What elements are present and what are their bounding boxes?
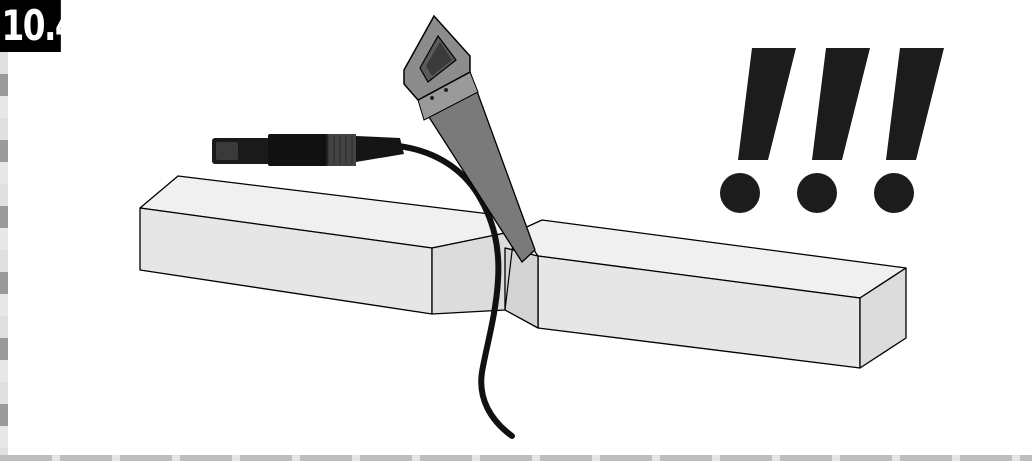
wooden-beam-left	[140, 176, 520, 314]
exclamation-mark-3	[874, 48, 944, 213]
xlr-connector	[212, 134, 404, 166]
exclamation-mark-2	[797, 48, 870, 213]
wooden-beam-right	[505, 220, 906, 368]
warning-exclamation-marks	[720, 48, 944, 213]
exclamation-mark-1	[720, 48, 796, 213]
